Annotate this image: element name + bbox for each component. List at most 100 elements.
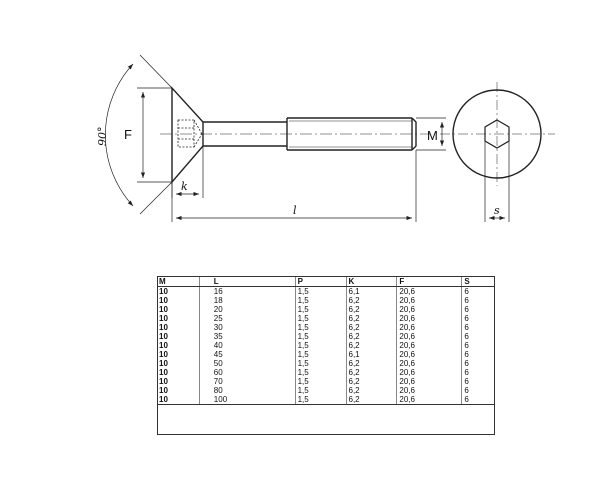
table-cell: 1,5 <box>295 332 347 341</box>
label-k: k <box>181 180 188 193</box>
table-cell: 10 <box>157 386 200 395</box>
table-cell: 6,2 <box>346 368 398 377</box>
table-cell: 6 <box>461 359 495 368</box>
table-cell: 20,6 <box>396 305 463 314</box>
table-cell: 16 <box>199 286 296 296</box>
table-cell: 10 <box>157 395 200 405</box>
table-cell: 6,2 <box>346 305 398 314</box>
table-cell: 10 <box>157 368 200 377</box>
dimension-angle <box>105 54 173 215</box>
table-cell: 6 <box>461 395 495 405</box>
bolt-technical-drawing: F 90° k l M s <box>96 54 555 222</box>
table-cell: 6,1 <box>346 350 398 359</box>
table-cell: 20,6 <box>396 386 463 395</box>
column-header: P <box>295 277 347 287</box>
table-cell: 6 <box>461 314 495 323</box>
label-F: F <box>124 127 132 142</box>
label-angle: 90° <box>96 127 109 147</box>
table-cell: 6 <box>461 323 495 332</box>
bolt-side-view <box>160 86 430 184</box>
table-cell: 6,2 <box>346 341 398 350</box>
table-cell: 10 <box>157 359 200 368</box>
table-cell: 20,6 <box>396 395 463 405</box>
table-cell: 10 <box>157 286 200 296</box>
bolt-end-view <box>440 82 555 186</box>
table-cell: 100 <box>199 395 296 405</box>
table-cell: 70 <box>199 377 296 386</box>
table-cell: 20,6 <box>396 332 463 341</box>
table-cell: 6 <box>461 305 495 314</box>
column-header: F <box>396 277 463 287</box>
column-header: L <box>199 277 296 287</box>
table-cell: 6,2 <box>346 359 398 368</box>
table-cell: 1,5 <box>295 359 347 368</box>
table-cell: 6,2 <box>346 296 398 305</box>
table-cell: 20,6 <box>396 368 463 377</box>
table-cell: 10 <box>157 296 200 305</box>
dimension-l <box>171 150 417 222</box>
column-header: S <box>461 277 495 287</box>
table-cell: 6,2 <box>346 377 398 386</box>
table-cell: 1,5 <box>295 286 347 296</box>
table-cell: 6 <box>461 350 495 359</box>
table-cell: 18 <box>199 296 296 305</box>
table-cell: 6 <box>461 286 495 296</box>
table-cell: 10 <box>157 377 200 386</box>
table-cell: 45 <box>199 350 296 359</box>
dimension-F <box>137 87 172 183</box>
table-cell: 6 <box>461 386 495 395</box>
table-cell: 20,6 <box>396 377 463 386</box>
table-cell: 10 <box>157 305 200 314</box>
table-cell: 1,5 <box>295 368 347 377</box>
table-cell: 1,5 <box>295 395 347 405</box>
table-cell: 10 <box>157 341 200 350</box>
table-cell: 6,2 <box>346 395 398 405</box>
table-cell: 6,1 <box>346 286 398 296</box>
table-cell: 1,5 <box>295 341 347 350</box>
column-header: K <box>346 277 398 287</box>
dimension-s <box>484 141 510 222</box>
table-cell: 6 <box>461 368 495 377</box>
column-header: M <box>157 277 200 287</box>
table-cell: 6,2 <box>346 314 398 323</box>
table-cell: 6 <box>461 377 495 386</box>
label-s: s <box>494 204 500 217</box>
table-cell: 20,6 <box>396 350 463 359</box>
table-cell: 20,6 <box>396 359 463 368</box>
table-cell: 6,2 <box>346 332 398 341</box>
table-cell: 1,5 <box>295 314 347 323</box>
table-cell: 50 <box>199 359 296 368</box>
table-cell: 1,5 <box>295 323 347 332</box>
table-cell: 20,6 <box>396 314 463 323</box>
table-cell: 6 <box>461 332 495 341</box>
table-cell: 1,5 <box>295 350 347 359</box>
table-cell: 60 <box>199 368 296 377</box>
table-cell: 20,6 <box>396 323 463 332</box>
table-cell: 6,2 <box>346 323 398 332</box>
table-cell: 30 <box>199 323 296 332</box>
table-cell: 10 <box>157 323 200 332</box>
table-cell: 10 <box>157 314 200 323</box>
table-header-row: M L P K F S <box>157 277 495 287</box>
table-cell: 6,2 <box>346 386 398 395</box>
table-cell: 1,5 <box>295 305 347 314</box>
table-cell: 1,5 <box>295 296 347 305</box>
table-cell: 20 <box>199 305 296 314</box>
table-cell: 10 <box>157 332 200 341</box>
label-l: l <box>293 204 297 217</box>
label-M: M <box>427 128 438 143</box>
table-cell: 1,5 <box>295 386 347 395</box>
table-cell: 40 <box>199 341 296 350</box>
